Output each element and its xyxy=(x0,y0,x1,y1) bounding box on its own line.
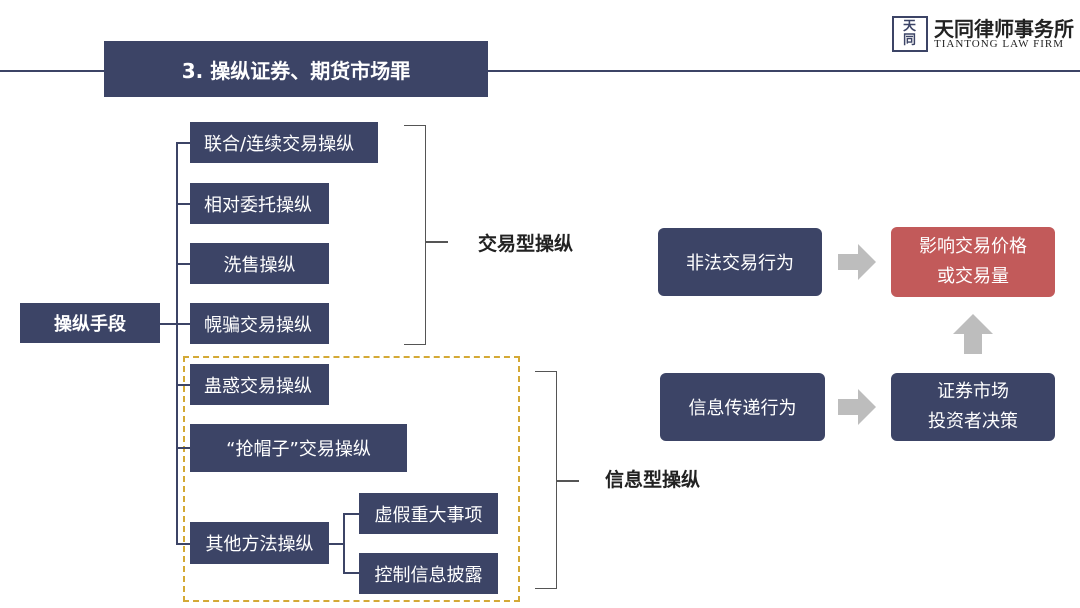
trade-item-1: 联合/连续交易操纵 xyxy=(190,122,378,163)
branch-line xyxy=(176,323,190,325)
branch-line xyxy=(176,263,190,265)
branch-line xyxy=(176,203,190,205)
impact-box: 影响交易价格 或交易量 xyxy=(891,227,1055,297)
info-item-2: “抢帽子”交易操纵 xyxy=(190,424,407,472)
sub-branch xyxy=(343,572,359,574)
sub-branch xyxy=(343,513,359,515)
logo-glyphs: 天同 xyxy=(903,19,917,48)
info-manipulation-region xyxy=(183,356,520,602)
firm-name-cn: 天同律师事务所 xyxy=(934,17,1074,41)
trade-item-4: 幌骗交易操纵 xyxy=(190,303,329,344)
info-item-3: 其他方法操纵 xyxy=(190,522,329,564)
group-trade-label: 交易型操纵 xyxy=(478,233,574,255)
branch-line xyxy=(176,384,190,386)
trunk-vertical xyxy=(176,142,178,545)
info-transfer-box: 信息传递行为 xyxy=(660,373,825,441)
investor-line-2: 投资者决策 xyxy=(928,411,1018,432)
group-info-label: 信息型操纵 xyxy=(605,469,701,491)
arrow-up-icon xyxy=(953,314,993,354)
other-sub-2: 控制信息披露 xyxy=(359,553,498,594)
root-connector xyxy=(160,323,177,325)
investor-line-1: 证券市场 xyxy=(937,381,1009,402)
firm-logo-icon: 天同 xyxy=(892,16,928,52)
info-bracket-tick xyxy=(557,480,579,482)
impact-line-1: 影响交易价格 xyxy=(919,236,1027,257)
root-node: 操纵手段 xyxy=(20,303,160,343)
sub-connector xyxy=(329,543,344,545)
arrow-right-icon xyxy=(838,389,876,425)
trade-item-3: 洗售操纵 xyxy=(190,243,329,284)
sub-trunk xyxy=(343,513,345,574)
impact-line-2: 或交易量 xyxy=(937,266,1009,287)
branch-line xyxy=(176,543,190,545)
info-bracket xyxy=(535,371,557,589)
section-title: 3. 操纵证券、期货市场罪 xyxy=(104,41,488,97)
trade-bracket-tick xyxy=(426,241,448,243)
header-rule xyxy=(0,70,1080,72)
investor-box: 证券市场 投资者决策 xyxy=(891,373,1055,441)
branch-line xyxy=(176,447,190,449)
trade-item-2: 相对委托操纵 xyxy=(190,183,329,224)
arrow-right-icon xyxy=(838,244,876,280)
other-sub-1: 虚假重大事项 xyxy=(359,493,498,534)
info-item-1: 蛊惑交易操纵 xyxy=(190,364,329,405)
trade-bracket xyxy=(404,125,426,345)
branch-line xyxy=(176,142,190,144)
firm-name-en: TIANTONG LAW FIRM xyxy=(934,38,1064,50)
illegal-trade-box: 非法交易行为 xyxy=(658,228,822,296)
